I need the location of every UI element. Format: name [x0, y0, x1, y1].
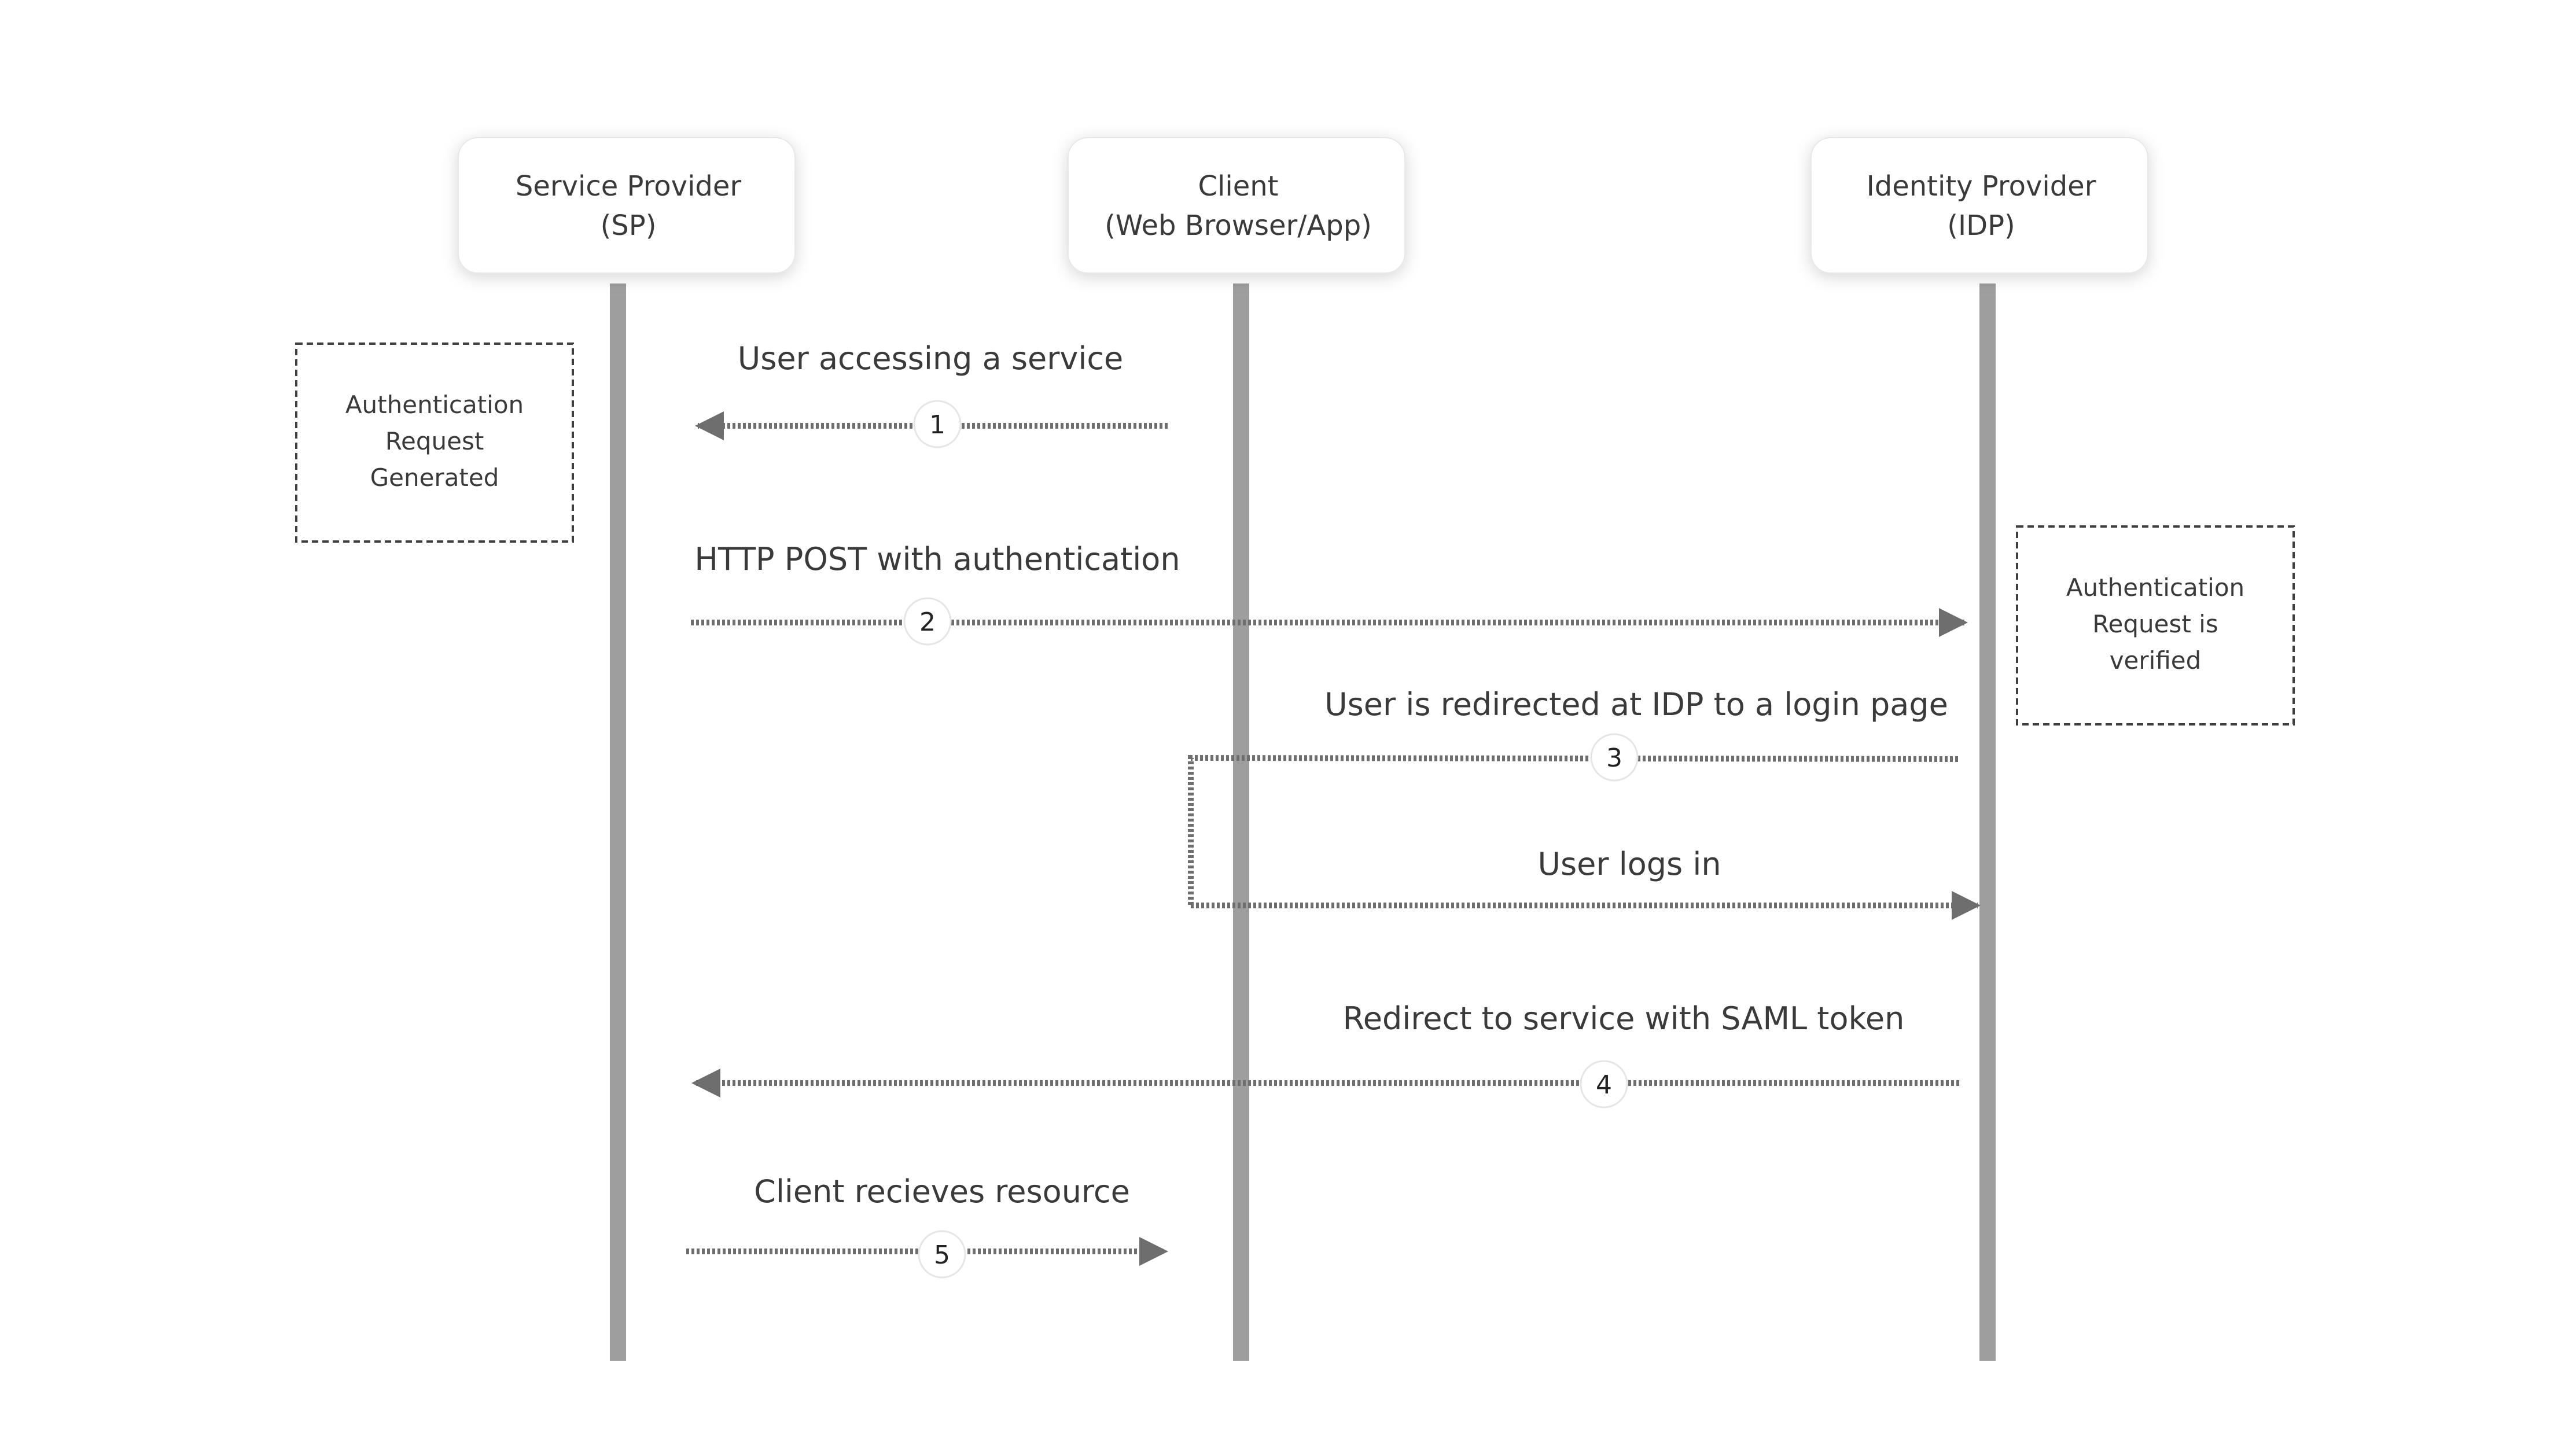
message-3-label: User is redirected at IDP to a login pag… [1324, 686, 1948, 723]
message-2-step-number: 2 [919, 607, 936, 637]
message-1: User accessing a service 1 [695, 340, 1168, 448]
lifeline-service-provider [610, 283, 626, 1361]
message-5-label: Client recieves resource [754, 1173, 1130, 1210]
message-1-step-number: 1 [929, 410, 945, 440]
actor-service-provider-name: Service Provider [516, 170, 742, 202]
message-4-label: Redirect to service with SAML token [1343, 1000, 1905, 1037]
lifeline-identity-provider [1979, 283, 1996, 1361]
message-5: Client recieves resource 5 [686, 1173, 1168, 1279]
note-request-verified-line-3: verified [2110, 646, 2202, 675]
note-request-generated-line-1: Authentication [345, 391, 524, 419]
actor-identity-provider-abbr: (IDP) [1947, 209, 2015, 242]
message-5-step-number: 5 [934, 1240, 950, 1270]
message-2-label: HTTP POST with authentication [694, 541, 1180, 577]
message-3-step-badge [1590, 733, 1639, 782]
actor-service-provider-abbr: (SP) [601, 209, 657, 242]
note-request-generated-line-2: Request [385, 427, 484, 455]
actor-identity-provider: Identity Provider (IDP) [1810, 137, 2148, 274]
message-3: User is redirected at IDP to a login pag… [1188, 686, 1959, 905]
message-4-step-badge [1580, 1060, 1628, 1108]
actor-service-provider: Service Provider (SP) [458, 137, 796, 274]
message-4: Redirect to service with SAML token 4 [691, 1000, 1959, 1108]
note-request-generated: Authentication Request Generated [295, 343, 574, 543]
message-1-label: User accessing a service [738, 340, 1124, 377]
actor-identity-provider-name: Identity Provider [1867, 170, 2096, 202]
note-request-verified-line-1: Authentication [2066, 573, 2244, 602]
message-user-logs-in-label: User logs in [1537, 846, 1721, 882]
message-5-step-badge [918, 1230, 966, 1279]
message-2-step-badge [903, 597, 952, 646]
note-request-verified-line-2: Request is [2092, 610, 2218, 638]
message-2: HTTP POST with authentication 2 [691, 541, 1968, 646]
actor-client-name: Client [1198, 170, 1279, 202]
actor-client: Client (Web Browser/App) [1068, 137, 1405, 274]
message-3-step-number: 3 [1606, 743, 1622, 773]
note-request-verified: Authentication Request is verified [2016, 525, 2295, 726]
message-3-loop-line [1188, 754, 1959, 905]
note-request-generated-line-3: Generated [370, 463, 499, 492]
message-user-logs-in: User logs in [1191, 846, 1981, 920]
actor-client-abbr: (Web Browser/App) [1105, 209, 1372, 242]
lifeline-client [1233, 283, 1249, 1361]
message-1-step-badge [913, 400, 962, 448]
message-4-step-number: 4 [1596, 1070, 1612, 1100]
